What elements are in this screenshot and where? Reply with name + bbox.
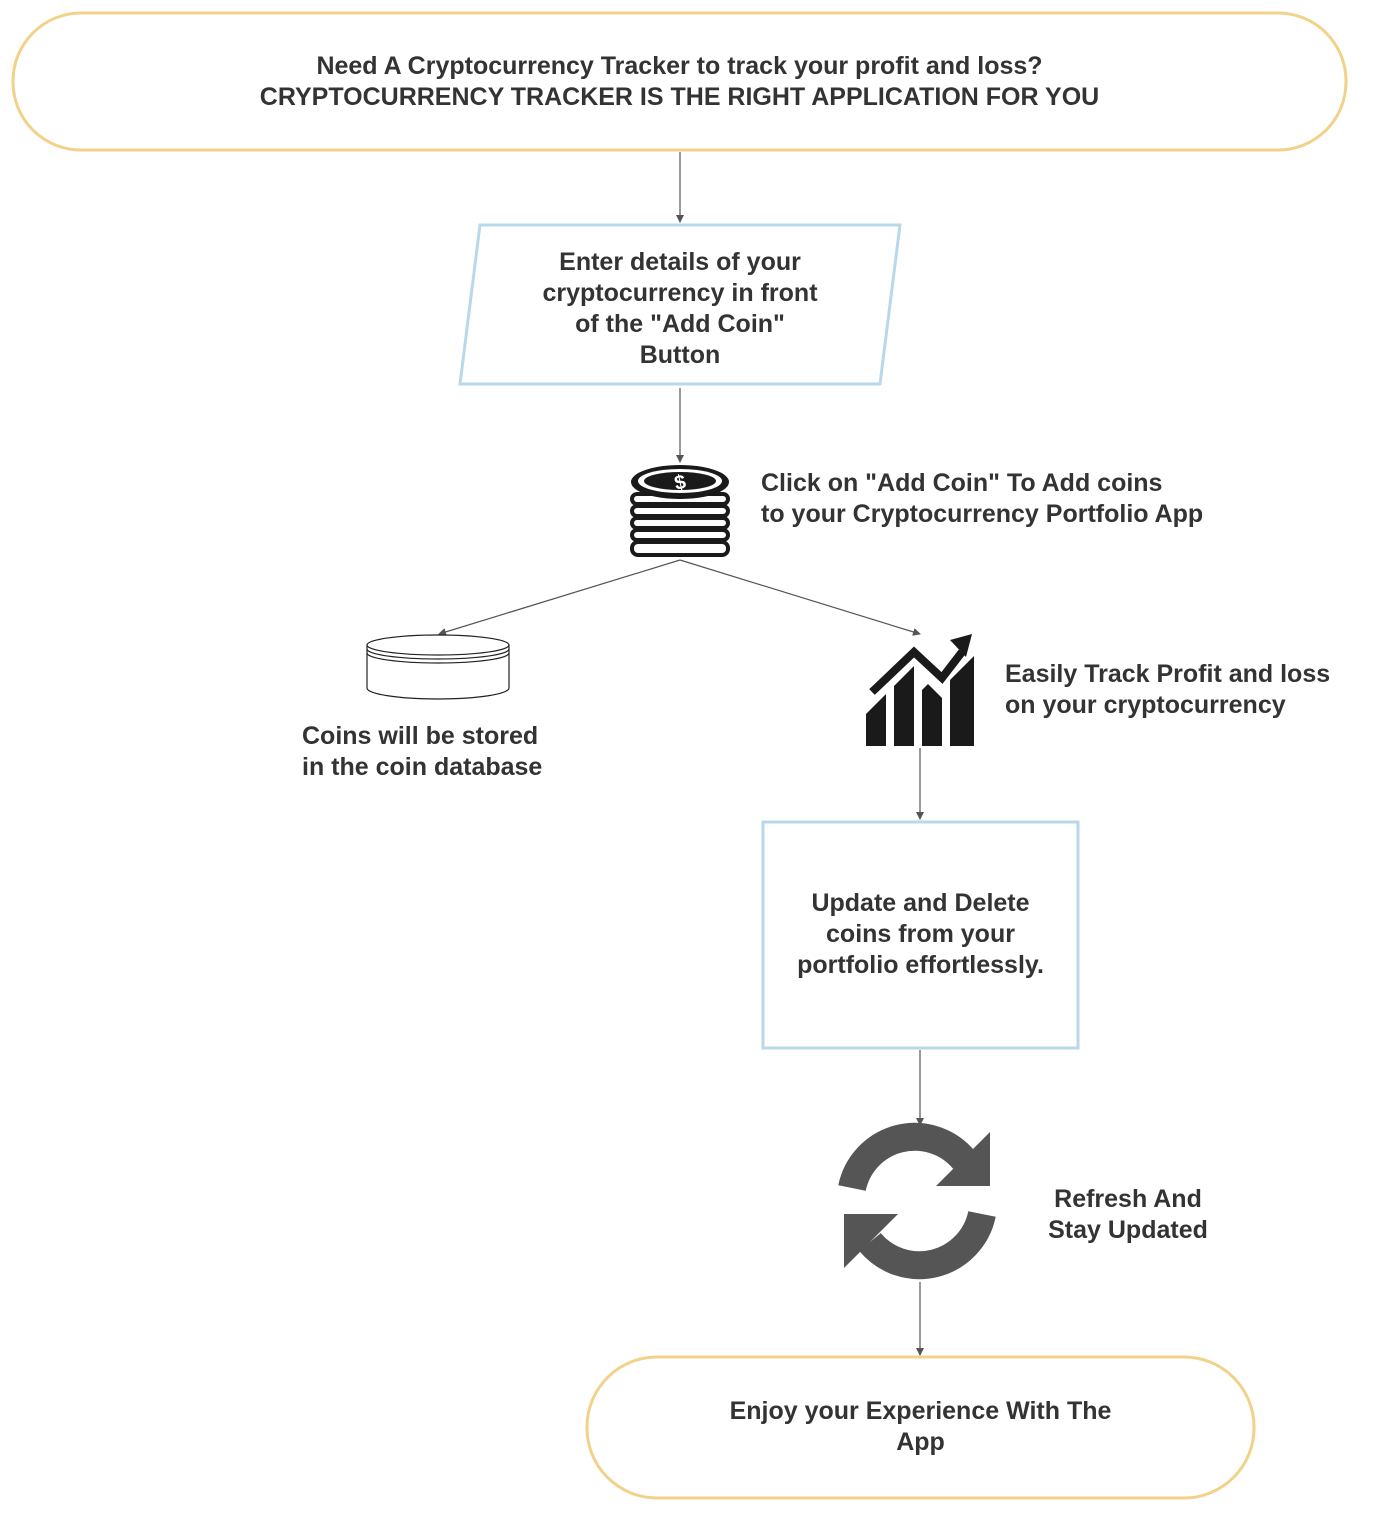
connector-add-coin-to-track <box>679 559 921 636</box>
coin-stack-icon: $ <box>630 465 730 557</box>
refresh-label: Refresh And Stay Updated <box>1048 1185 1208 1244</box>
connector-add-coin-to-database <box>438 559 681 636</box>
start-terminal-shape <box>11 11 1348 152</box>
database-icon <box>366 634 510 700</box>
end-terminal-label: Enjoy your Experience With The App <box>729 1397 1112 1456</box>
track-label: Easily Track Profit and loss on your cry… <box>1005 660 1331 719</box>
end-terminal-shape <box>585 1355 1256 1500</box>
database-label: Coins will be stored in the coin databas… <box>302 722 543 781</box>
input-step-label: Enter details of your cryptocurrency in … <box>542 248 818 369</box>
svg-text:$: $ <box>672 471 687 495</box>
update-step-shape <box>761 820 1080 1050</box>
update-step-label: Update and Delete coins from your portfo… <box>797 889 1044 979</box>
input-step-shape <box>458 223 902 386</box>
start-terminal-line2: CRYPTOCURRENCY TRACKER IS THE RIGHT APPL… <box>259 83 1100 111</box>
growth-chart-icon <box>866 634 974 746</box>
refresh-icon <box>838 1122 996 1280</box>
add-coin-label: Click on "Add Coin" To Add coins to your… <box>761 469 1204 528</box>
start-terminal-line1: Need A Cryptocurrency Tracker to track y… <box>316 52 1043 80</box>
